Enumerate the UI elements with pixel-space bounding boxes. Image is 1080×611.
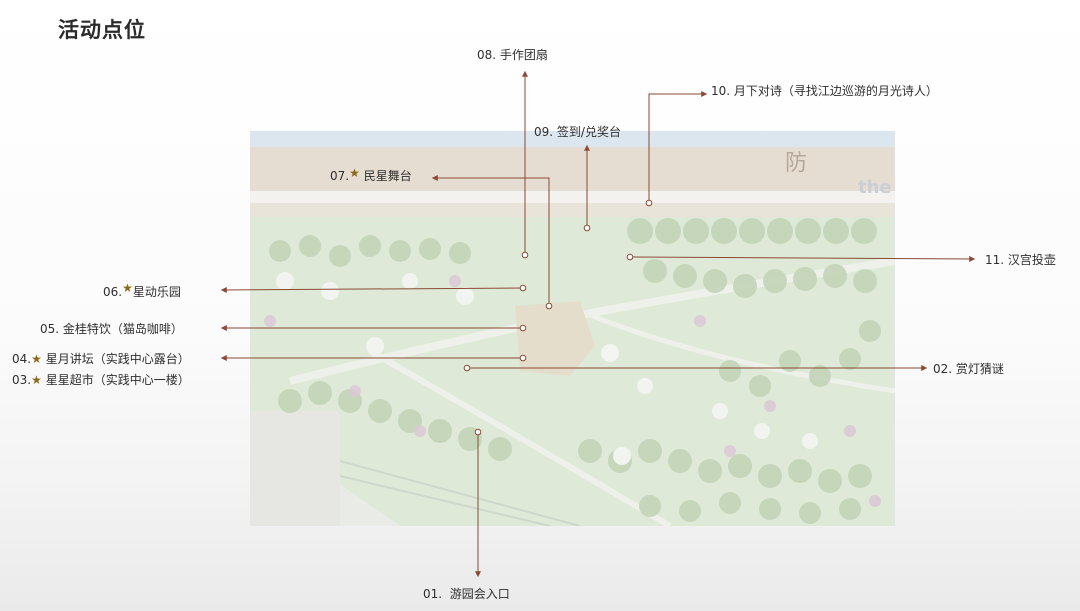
point-label-06: 06.★星动乐园 [103, 281, 181, 299]
point-number: 11. [985, 253, 1005, 267]
point-label-04: 04.★ 星月讲坛（实践中心露台） [12, 352, 190, 366]
point-number: 05. [40, 322, 60, 336]
point-text: 手作团扇 [499, 48, 548, 62]
point-text: 签到/兑奖台 [556, 125, 621, 139]
point-text: 民星舞台 [363, 169, 412, 183]
point-label-08: 08. 手作团扇 [477, 48, 548, 62]
point-text: 星星超市（实践中心一楼） [45, 373, 190, 387]
point-number: 09. [534, 125, 554, 139]
star-icon: ★ [122, 281, 133, 295]
point-text: 赏灯猜谜 [955, 362, 1004, 376]
map-sign-text: 防 [785, 151, 807, 176]
point-label-01: 01. 游园会入口 [423, 587, 510, 601]
point-text: 星动乐园 [132, 285, 181, 299]
map-sign-text-en: the [858, 177, 892, 198]
point-text: 金桂特饮（猫岛咖啡） [62, 322, 183, 336]
point-label-11: 11. 汉宫投壶 [985, 253, 1056, 267]
page-title: 活动点位 [58, 18, 146, 42]
site-plan-drawing: 防 the [250, 131, 895, 526]
point-label-03: 03.★ 星星超市（实践中心一楼） [12, 373, 190, 387]
point-label-05: 05. 金桂特饮（猫岛咖啡） [40, 322, 183, 336]
point-number: 04. [12, 352, 32, 366]
site-plan-map: 防 the [250, 131, 895, 526]
point-number: 07. [330, 169, 350, 183]
point-text: 汉宫投壶 [1007, 253, 1056, 267]
point-number: 01. [423, 587, 443, 601]
point-label-10: 10. 月下对诗（寻找江边巡游的月光诗人） [711, 84, 938, 98]
star-icon: ★ [349, 166, 360, 180]
point-number: 03. [12, 373, 32, 387]
star-icon: ★ [31, 373, 42, 387]
point-label-02: 02. 赏灯猜谜 [933, 362, 1004, 376]
star-icon: ★ [31, 352, 42, 366]
point-number: 08. [477, 48, 497, 62]
point-text: 月下对诗（寻找江边巡游的月光诗人） [733, 84, 938, 98]
point-number: 10. [711, 84, 731, 98]
point-label-09: 09. 签到/兑奖台 [534, 125, 621, 139]
point-label-07: 07.★ 民星舞台 [330, 166, 412, 183]
point-number: 02. [933, 362, 953, 376]
point-text: 星月讲坛（实践中心露台） [45, 352, 190, 366]
point-text: 游园会入口 [449, 587, 510, 601]
point-number: 06. [103, 285, 123, 299]
